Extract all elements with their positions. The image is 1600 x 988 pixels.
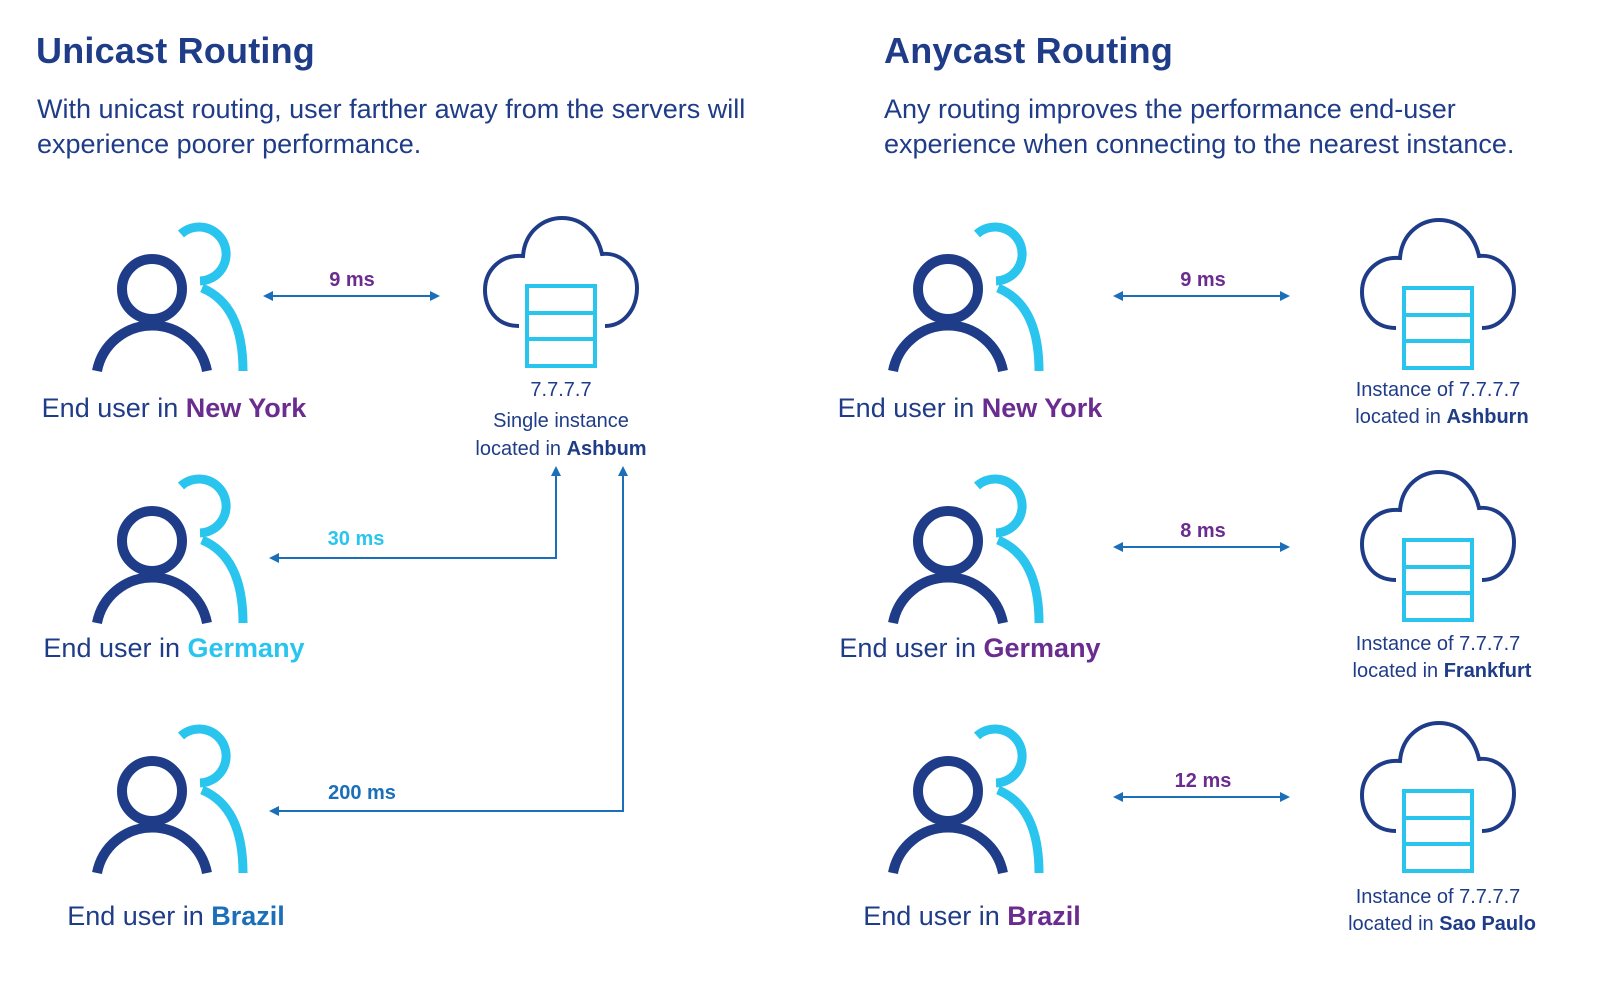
instance-location: located in Ashburn bbox=[1355, 406, 1528, 428]
user-group-icon bbox=[92, 474, 248, 625]
anycast-row-2: End user in Brazil 12 ms Instance of 7.7.… bbox=[863, 720, 1536, 935]
user-group-icon bbox=[888, 222, 1044, 373]
unicast-user-1: End user in Germany bbox=[43, 474, 305, 663]
cloud-server-icon bbox=[1359, 217, 1517, 370]
instance-label: Instance of 7.7.7.7 bbox=[1356, 379, 1521, 401]
cloud-server-icon bbox=[1359, 469, 1517, 622]
anycast-latency-label: 12 ms bbox=[1175, 770, 1232, 792]
unicast-title: Unicast Routing bbox=[36, 30, 315, 71]
instance-location: located in Frankfurt bbox=[1353, 660, 1532, 682]
anycast-row-0: End user in New York 9 ms Instance of 7.7… bbox=[838, 217, 1529, 428]
anycast-latency-label: 9 ms bbox=[1180, 269, 1226, 291]
unicast-latency-label: 200 ms bbox=[328, 782, 396, 804]
anycast-user-label: End user in Brazil bbox=[863, 901, 1081, 931]
unicast-user-label: End user in New York bbox=[42, 393, 308, 423]
unicast-user-label: End user in Brazil bbox=[67, 901, 285, 931]
anycast-row-1: End user in Germany 8 ms Instance of 7.7.… bbox=[839, 469, 1532, 682]
server-ip: 7.7.7.7 bbox=[530, 379, 591, 401]
unicast-germany-arrow bbox=[269, 466, 561, 563]
anycast-user-label: End user in New York bbox=[838, 393, 1104, 423]
instance-label: Instance of 7.7.7.7 bbox=[1356, 886, 1521, 908]
instance-location: located in Sao Paulo bbox=[1348, 913, 1536, 935]
user-group-icon bbox=[92, 222, 248, 373]
anycast-diagram: End user in New York 9 ms Instance of 7.7… bbox=[838, 217, 1536, 935]
cloud-server-icon bbox=[1359, 720, 1517, 873]
server-line2: located in Ashbum bbox=[475, 438, 646, 460]
unicast-user-2: End user in Brazil bbox=[67, 724, 285, 931]
unicast-user-0: End user in New York bbox=[42, 222, 308, 423]
user-group-icon bbox=[888, 724, 1044, 875]
server-line1: Single instance bbox=[493, 410, 629, 432]
cloud-server-icon bbox=[482, 215, 640, 368]
unicast-description: With unicast routing, user farther away … bbox=[37, 94, 746, 159]
unicast-latency-label: 9 ms bbox=[329, 269, 375, 291]
anycast-description: Any routing improves the performance end… bbox=[884, 94, 1515, 159]
instance-label: Instance of 7.7.7.7 bbox=[1356, 633, 1521, 655]
unicast-brazil-arrow bbox=[269, 466, 628, 816]
unicast-user-label: End user in Germany bbox=[43, 633, 304, 663]
anycast-title: Anycast Routing bbox=[884, 30, 1174, 71]
user-group-icon bbox=[92, 724, 248, 875]
user-group-icon bbox=[888, 474, 1044, 625]
unicast-latency-label: 30 ms bbox=[328, 528, 385, 550]
anycast-user-label: End user in Germany bbox=[839, 633, 1100, 663]
unicast-diagram: End user in New York End user in Germany… bbox=[42, 215, 647, 931]
anycast-latency-label: 8 ms bbox=[1180, 520, 1226, 542]
